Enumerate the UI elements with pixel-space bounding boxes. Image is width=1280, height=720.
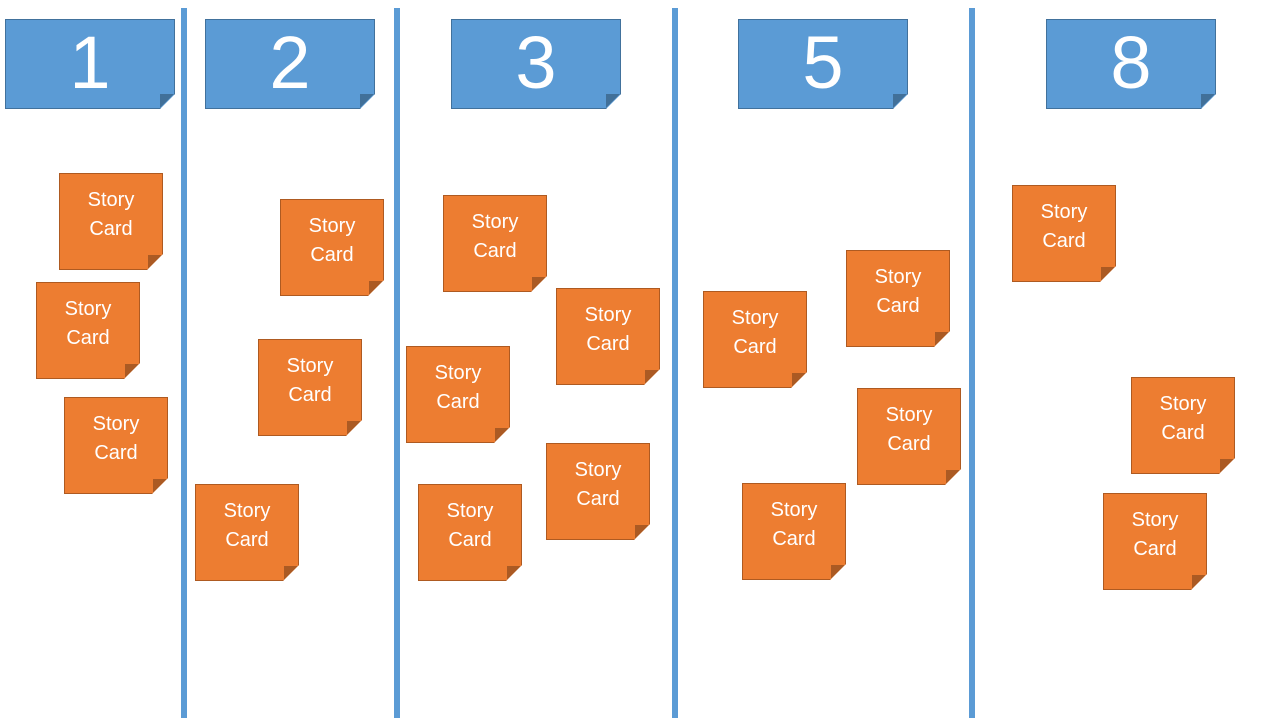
card-label-line1: Story bbox=[731, 307, 779, 329]
card-label-line2: Card bbox=[288, 384, 332, 406]
card-label-line1: Story bbox=[885, 404, 933, 426]
card-label-line2: Card bbox=[772, 528, 816, 550]
card-label-line2: Card bbox=[1161, 422, 1205, 444]
card-label-line2: Card bbox=[225, 529, 269, 551]
card-label-line2: Card bbox=[310, 244, 354, 266]
card-label-line2: Card bbox=[1133, 538, 1177, 560]
card-label-line2: Card bbox=[448, 529, 492, 551]
card-label-line1: Story bbox=[434, 362, 482, 384]
column-divider bbox=[969, 8, 975, 718]
card-label-line1: Story bbox=[64, 298, 112, 320]
card-label-line1: Story bbox=[87, 189, 135, 211]
column-header-1: 1 bbox=[5, 19, 175, 109]
card-label-line2: Card bbox=[66, 327, 110, 349]
column-divider bbox=[181, 8, 187, 718]
card-label-line1: Story bbox=[1159, 393, 1207, 415]
card-label-line1: Story bbox=[286, 355, 334, 377]
card-label-line1: Story bbox=[1131, 509, 1179, 531]
column-header-8: 8 bbox=[1046, 19, 1216, 109]
card-label-line2: Card bbox=[586, 333, 630, 355]
card-label-line1: Story bbox=[874, 266, 922, 288]
card-label-line2: Card bbox=[473, 240, 517, 262]
card-label-line1: Story bbox=[308, 215, 356, 237]
card-label-line2: Card bbox=[887, 433, 931, 455]
card-label-line1: Story bbox=[471, 211, 519, 233]
card-label-line2: Card bbox=[89, 218, 133, 240]
card-label-line1: Story bbox=[223, 500, 271, 522]
card-label-line1: Story bbox=[1040, 201, 1088, 223]
column-divider bbox=[394, 8, 400, 718]
card-label-line1: Story bbox=[92, 413, 140, 435]
column-divider bbox=[672, 8, 678, 718]
card-label-line1: Story bbox=[574, 459, 622, 481]
column-header-2: 2 bbox=[205, 19, 375, 109]
card-label-line1: Story bbox=[584, 304, 632, 326]
card-label-line1: Story bbox=[446, 500, 494, 522]
card-label-line2: Card bbox=[1042, 230, 1086, 252]
card-label-line2: Card bbox=[576, 488, 620, 510]
card-label-line1: Story bbox=[770, 499, 818, 521]
card-label-line2: Card bbox=[94, 442, 138, 464]
card-label-line2: Card bbox=[436, 391, 480, 413]
column-header-3: 3 bbox=[451, 19, 621, 109]
column-header-5: 5 bbox=[738, 19, 908, 109]
card-label-line2: Card bbox=[733, 336, 777, 358]
card-label-line2: Card bbox=[876, 295, 920, 317]
